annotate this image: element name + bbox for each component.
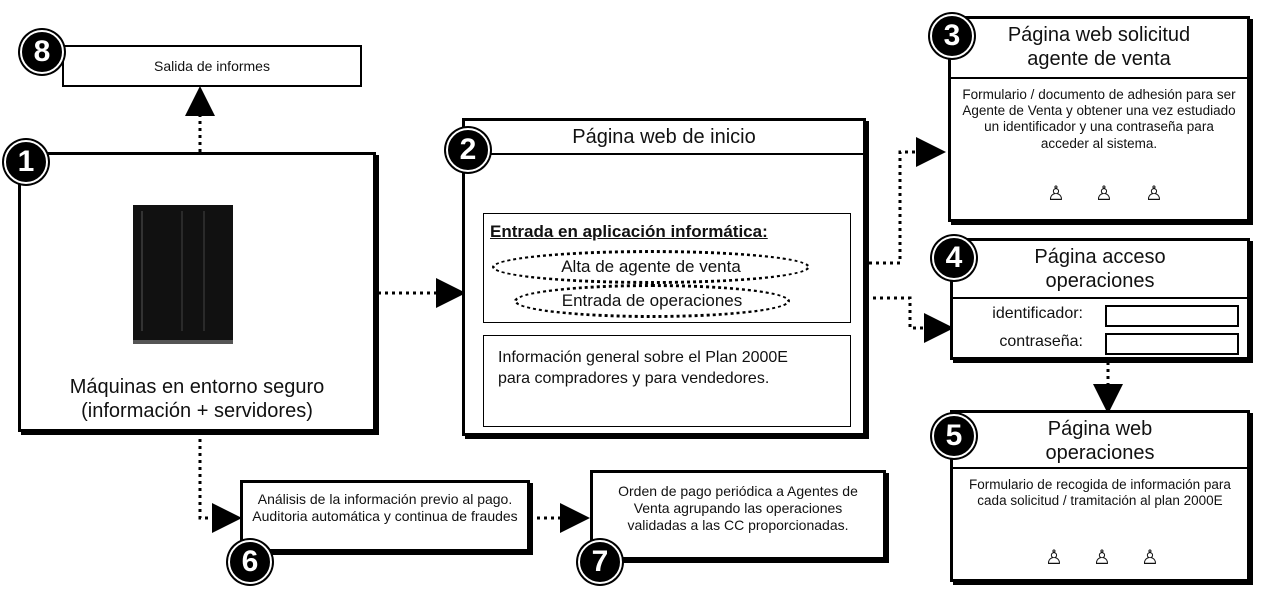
badge-1: 1	[4, 140, 48, 184]
person-icon: ♙	[1045, 547, 1063, 569]
node-3-divider	[951, 77, 1247, 79]
node-8-text: Salida de informes	[154, 58, 270, 74]
badge-7: 7	[578, 540, 622, 584]
node-6-text: Análisis de la información previo al pag…	[252, 491, 518, 524]
contrasena-field[interactable]	[1105, 333, 1239, 355]
node-2-divider	[465, 153, 863, 155]
node-7-text: Orden de pago periódica a Agentes de Ven…	[618, 483, 858, 533]
option-alta-agente[interactable]: Alta de agente de venta	[492, 250, 810, 284]
node-5-box: Página web operaciones Formulario de rec…	[950, 410, 1250, 582]
identificador-field[interactable]	[1105, 305, 1239, 327]
badge-6: 6	[228, 540, 272, 584]
node-5-divider	[953, 467, 1247, 469]
node-5-title-line2: operaciones	[1045, 442, 1155, 464]
node-3-title: Página web solicitud agente de venta	[951, 23, 1247, 71]
node-6-box: Análisis de la información previo al pag…	[240, 480, 530, 552]
node-2-box: Página web de inicio Entrada en aplicaci…	[462, 118, 866, 436]
node-4-divider	[953, 297, 1247, 299]
person-icon: ♙	[1093, 547, 1111, 569]
node-1-line2: (información + servidores)	[81, 400, 313, 422]
person-icon: ♙	[1047, 183, 1065, 205]
person-icon: ♙	[1141, 547, 1159, 569]
node-5-title-line1: Página web	[1047, 418, 1153, 440]
node-2-menu-title: Entrada en aplicación informática:	[490, 222, 768, 241]
node-1-line1: Máquinas en entorno seguro	[69, 376, 325, 398]
contrasena-label: contraseña:	[999, 333, 1083, 350]
node-1-text: Máquinas en entorno seguro (información …	[21, 375, 373, 423]
badge-2: 2	[446, 128, 490, 172]
node-3-box: Página web solicitud agente de venta For…	[948, 16, 1250, 222]
node-2-menu: Entrada en aplicación informática: Alta …	[483, 213, 851, 323]
node-2-info: Información general sobre el Plan 2000E …	[483, 335, 851, 427]
node-4-title: Página acceso operaciones	[953, 245, 1247, 293]
node-7-box: Orden de pago periódica a Agentes de Ven…	[590, 470, 886, 560]
badge-3: 3	[930, 14, 974, 58]
arrow-1-to-6	[198, 432, 242, 533]
node-8-box: Salida de informes	[62, 45, 362, 87]
node-3-body: Formulario / documento de adhesión para …	[962, 87, 1236, 151]
option-entrada-operaciones[interactable]: Entrada de operaciones	[514, 284, 790, 318]
person-icon: ♙	[1145, 183, 1163, 205]
node-4-title-line2: operaciones	[1045, 270, 1155, 292]
badge-5: 5	[932, 414, 976, 458]
identificador-label: identificador:	[992, 305, 1083, 322]
node-3-title-line1: Página web solicitud	[1007, 24, 1191, 46]
node-3-title-line2: agente de venta	[1027, 48, 1171, 70]
node-5-title: Página web operaciones	[953, 417, 1247, 465]
person-icon: ♙	[1095, 183, 1113, 205]
badge-4: 4	[932, 236, 976, 280]
arrow-alta-to-3	[806, 137, 946, 265]
node-4-box: Página acceso operaciones identificador:…	[950, 238, 1250, 360]
node-2-info-text: Información general sobre el Plan 2000E …	[498, 349, 788, 387]
node-1-box: Máquinas en entorno seguro (información …	[18, 152, 376, 432]
server-image	[133, 205, 233, 344]
node-5-body: Formulario de recogida de información pa…	[969, 477, 1231, 509]
badge-8: 8	[20, 30, 64, 74]
node-4-title-line1: Página acceso	[1034, 246, 1166, 268]
node-2-title: Página web de inicio	[572, 126, 756, 148]
